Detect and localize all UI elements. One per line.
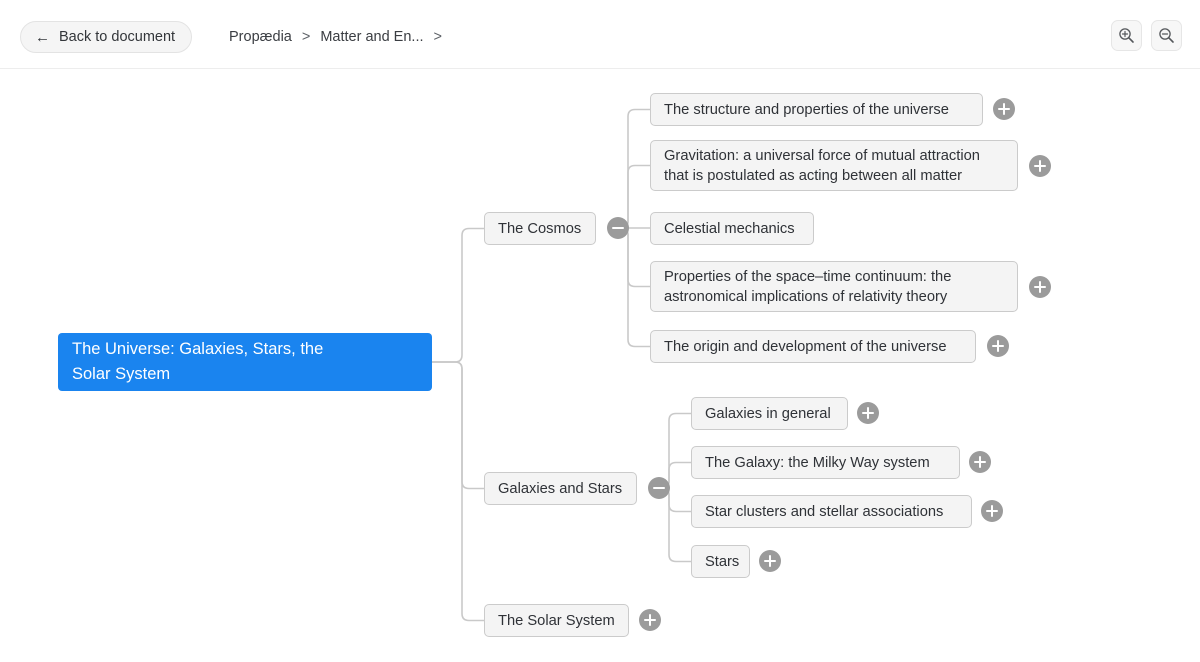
expand-toggle-properties-of-the-space-time[interactable] (1029, 276, 1051, 298)
breadcrumb-separator: > (301, 29, 311, 45)
breadcrumb-separator: > (433, 29, 442, 45)
leaf-node-gravitation-a-universal-force-of[interactable]: Gravitation: a universal force of mutual… (650, 140, 1018, 191)
branch-node-galaxies-and-stars[interactable]: Galaxies and Stars (484, 472, 637, 505)
leaf-node-the-galaxy-the-milky-way[interactable]: The Galaxy: the Milky Way system (691, 446, 960, 479)
back-button-label: Back to document (59, 29, 176, 45)
connector-path (661, 412, 691, 489)
expand-toggle-the-structure-and-properties-of[interactable] (993, 98, 1015, 120)
magnifier-minus-icon (1159, 28, 1174, 43)
expand-toggle-the-origin-and-development-of[interactable] (987, 335, 1009, 357)
collapse-toggle-the-cosmos[interactable] (607, 217, 629, 239)
breadcrumb: Propædia > Matter and En... > (229, 21, 442, 53)
expand-toggle-the-galaxy-the-milky-way[interactable] (969, 451, 991, 473)
leaf-node-the-structure-and-properties-of[interactable]: The structure and properties of the univ… (650, 93, 983, 126)
leaf-node-celestial-mechanics[interactable]: Celestial mechanics (650, 212, 814, 245)
mindmap-canvas[interactable]: The Universe: Galaxies, Stars, the Solar… (0, 69, 1200, 662)
connector-path (432, 361, 484, 622)
breadcrumb-item-matter-and-energy[interactable]: Matter and En... (320, 29, 424, 45)
connector-path (620, 108, 650, 229)
connector-path (620, 227, 650, 288)
connector-path (432, 361, 484, 490)
zoom-out-button[interactable] (1151, 20, 1182, 51)
expand-toggle-galaxies-in-general[interactable] (857, 402, 879, 424)
zoom-controls (1111, 20, 1182, 51)
leaf-node-the-origin-and-development-of[interactable]: The origin and development of the univer… (650, 330, 976, 363)
expand-toggle-the-solar-system[interactable] (639, 609, 661, 631)
breadcrumb-item-propaedia[interactable]: Propædia (229, 29, 292, 45)
leaf-node-star-clusters-and-stellar-associations[interactable]: Star clusters and stellar associations (691, 495, 972, 528)
branch-node-the-cosmos[interactable]: The Cosmos (484, 212, 596, 245)
magnifier-plus-icon (1119, 28, 1134, 43)
connector-path (661, 487, 691, 563)
branch-node-the-solar-system[interactable]: The Solar System (484, 604, 629, 637)
expand-toggle-stars[interactable] (759, 550, 781, 572)
back-to-document-button[interactable]: ← Back to document (20, 21, 193, 53)
expand-toggle-gravitation-a-universal-force-of[interactable] (1029, 155, 1051, 177)
collapse-toggle-galaxies-and-stars[interactable] (648, 477, 670, 499)
leaf-node-stars[interactable]: Stars (691, 545, 750, 578)
root-node[interactable]: The Universe: Galaxies, Stars, the Solar… (58, 333, 432, 391)
expand-toggle-star-clusters-and-stellar-associations[interactable] (981, 500, 1003, 522)
leaf-node-galaxies-in-general[interactable]: Galaxies in general (691, 397, 848, 430)
arrow-left-icon: ← (35, 28, 50, 46)
zoom-in-button[interactable] (1111, 20, 1142, 51)
connector-path (432, 227, 484, 363)
connector-path (620, 164, 650, 229)
leaf-node-properties-of-the-space-time[interactable]: Properties of the space–time continuum: … (650, 261, 1018, 312)
app-header: ← Back to document Propædia > Matter and… (0, 0, 1200, 69)
connector-path (620, 227, 650, 348)
